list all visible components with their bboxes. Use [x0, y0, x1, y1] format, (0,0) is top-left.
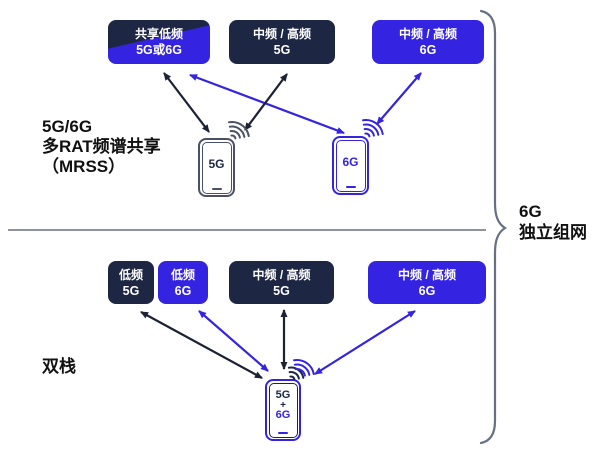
box-sublabel: 6G — [418, 283, 436, 298]
arrow-midhigh5g-to-5g-phone — [244, 73, 288, 131]
phone-home-bar — [345, 185, 356, 188]
box-label: 中频 / 高频 — [252, 267, 311, 282]
phone-dual-label-5g: 5G — [275, 388, 291, 401]
right-label-line2: 独立组网 — [519, 223, 587, 242]
arrow-sharedlow-to-6g-phone — [189, 73, 345, 135]
signal-waves-icon-6g — [293, 359, 315, 377]
box-sublabel: 5G — [273, 283, 290, 298]
box-low-6g: 低频 6G — [158, 261, 208, 304]
phone-5g-plus-6g: 5G + 6G — [265, 379, 301, 441]
right-label-line1: 6G — [519, 202, 542, 221]
box-low-5g: 低频 5G — [108, 261, 154, 304]
box-label: 低频 — [118, 267, 143, 282]
dual-stack-label-text: 双栈 — [42, 357, 76, 376]
box-sublabel: 5G — [122, 283, 140, 298]
right-brace-label: 6G 独立组网 — [519, 201, 587, 243]
signal-waves-icon — [362, 119, 384, 138]
arrow-low6g-to-dual-phone — [198, 310, 269, 372]
mrss-label-line1: 5G/6G — [42, 117, 93, 136]
phone-home-bar — [211, 187, 222, 190]
arrow-sharedlow-to-5g-phone — [163, 72, 210, 133]
box-sublabel: 6G — [419, 43, 437, 57]
mrss-label-line3: （MRSS） — [42, 157, 126, 176]
box-label: 中频 / 高频 — [398, 27, 457, 41]
box-mid-high-5g: 中频 / 高频 5G — [229, 20, 335, 64]
box-label: 共享低频 — [134, 27, 183, 41]
phone-5g-label: 5G — [208, 156, 225, 171]
box-sublabel: 5G或6G — [136, 43, 182, 57]
box-sublabel: 6G — [174, 283, 192, 298]
arrow-low5g-to-dual-phone — [140, 311, 263, 379]
box-mid-high-5g-dual: 中频 / 高频 5G — [229, 261, 334, 304]
dual-stack-section-label: 双栈 — [42, 357, 76, 377]
arrow-midhigh6g-to-6g-phone — [376, 72, 422, 125]
box-mid-high-6g: 中频 / 高频 6G — [372, 20, 484, 64]
phone-6g: 6G — [332, 136, 369, 195]
phone-dual-label-plus: + — [280, 400, 286, 411]
arrow-midhigh6g-to-dual-phone — [314, 310, 416, 375]
phone-dual-label: 5G + 6G — [267, 381, 299, 430]
phone-5g: 5G — [198, 138, 235, 197]
box-sublabel: 5G — [273, 43, 291, 57]
box-label: 中频 / 高频 — [252, 27, 311, 41]
signal-waves-icon — [228, 121, 250, 140]
box-shared-low-band: 共享低频 5G或6G — [108, 20, 210, 64]
phone-screen — [335, 139, 366, 192]
box-mid-high-6g-dual: 中频 / 高频 6G — [368, 261, 486, 304]
phone-screen — [201, 141, 232, 194]
mrss-section-label: 5G/6G 多RAT频谱共享 （MRSS） — [42, 117, 161, 177]
phone-screen — [268, 382, 298, 438]
phone-6g-label: 6G — [342, 154, 359, 169]
phone-dual-label-6g: 6G — [275, 409, 291, 421]
mrss-label-line2: 多RAT频谱共享 — [42, 137, 161, 156]
curly-brace — [479, 9, 508, 445]
box-label: 中频 / 高频 — [397, 267, 456, 282]
box-label: 低频 — [170, 267, 195, 282]
phone-home-bar — [278, 431, 288, 434]
